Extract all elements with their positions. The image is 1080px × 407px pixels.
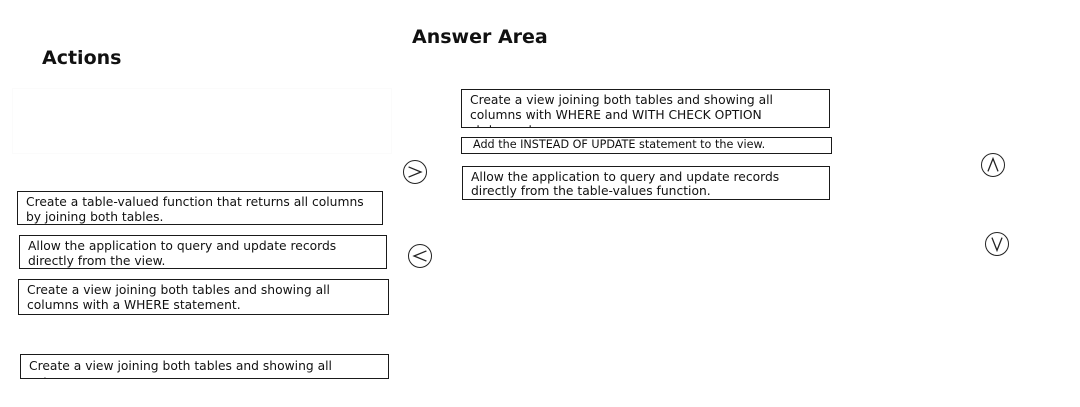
chevron-down-icon <box>991 237 1003 253</box>
action-item[interactable]: Allow the application to query and updat… <box>19 235 387 269</box>
actions-heading: Actions <box>42 47 122 69</box>
move-left-button[interactable] <box>408 244 432 268</box>
action-item[interactable]: Create a view joining both tables and sh… <box>20 354 389 379</box>
answer-item[interactable]: Create a view joining both tables and sh… <box>461 89 830 128</box>
move-right-button[interactable] <box>403 160 427 184</box>
chevron-right-icon <box>408 166 423 178</box>
move-up-button[interactable] <box>981 153 1005 177</box>
chevron-left-icon <box>412 250 427 262</box>
answer-item[interactable]: Allow the application to query and updat… <box>462 166 830 200</box>
action-item[interactable]: Create a table-valued function that retu… <box>17 191 383 225</box>
answer-area-heading: Answer Area <box>412 26 548 48</box>
move-down-button[interactable] <box>985 232 1009 256</box>
action-item[interactable]: Create a view joining both tables and sh… <box>18 279 389 315</box>
actions-empty-slot <box>12 88 392 154</box>
chevron-up-icon <box>987 156 999 172</box>
answer-item[interactable]: Add the INSTEAD OF UPDATE statement to t… <box>461 137 832 154</box>
